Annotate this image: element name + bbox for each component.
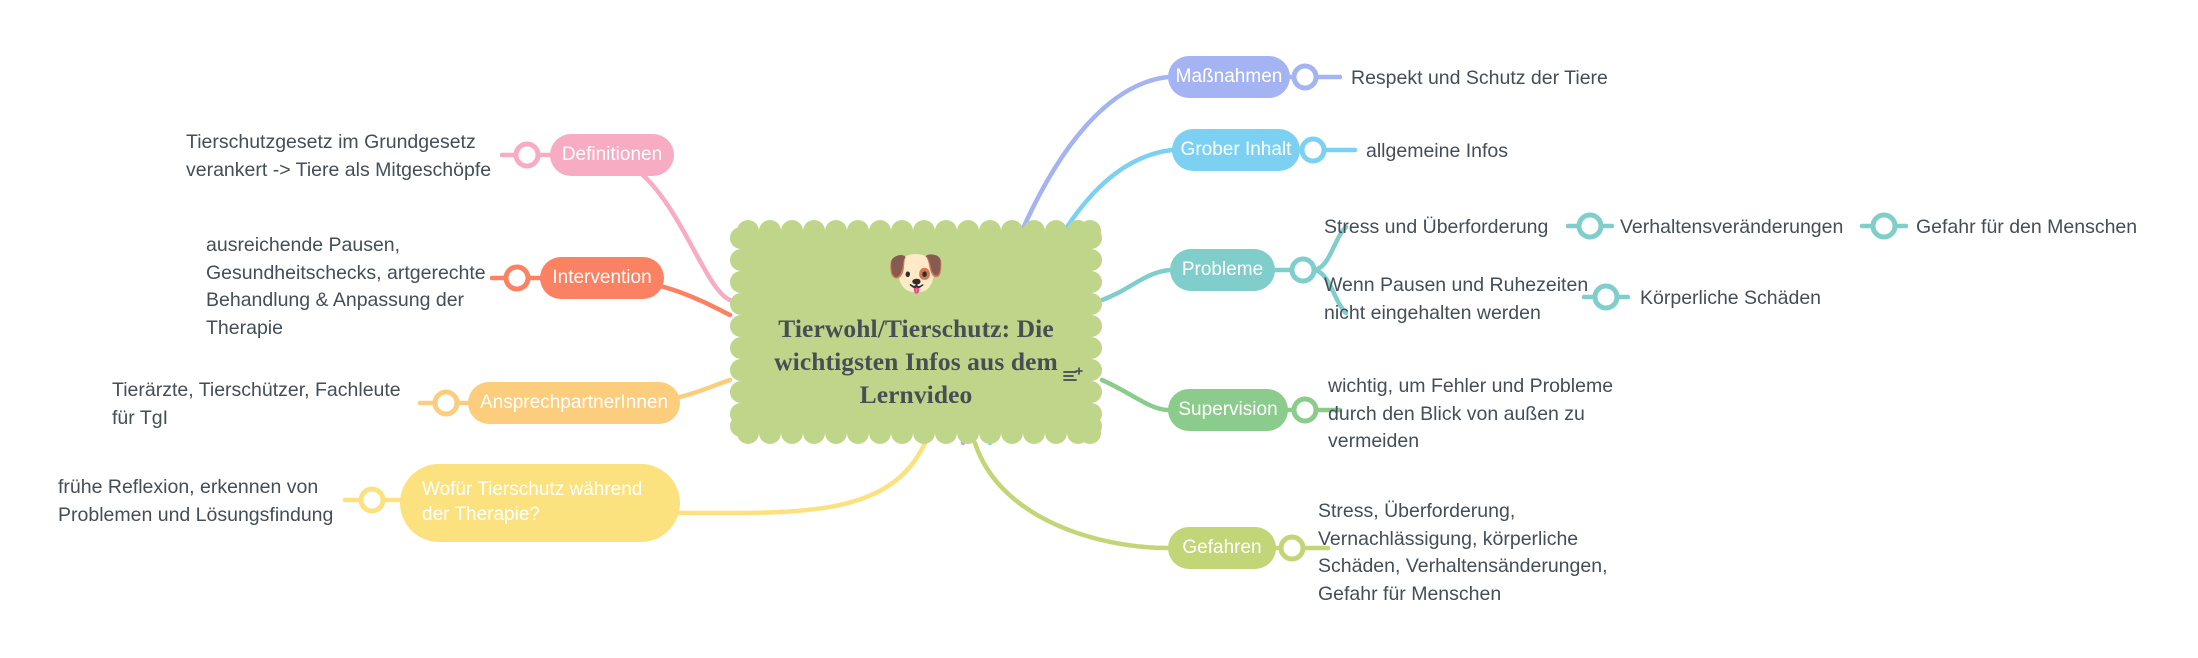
branch-label: Maßnahmen [1175,65,1283,87]
branch-pill-massnahmen[interactable]: Maßnahmen [1168,56,1290,98]
leaf-massnahmen: Respekt und Schutz der Tiere [1351,67,1608,89]
branch-label: Wofür Tierschutz während der Therapie? [422,479,643,525]
leaf-intervention: ausreichende Pausen, Gesundheitschecks, … [206,234,486,340]
branch-label: Supervision [1178,398,1278,420]
leaf-supervision: wichtig, um Fehler und Probleme durch de… [1328,375,1614,453]
branch-label: Intervention [552,266,652,288]
branch-label: Probleme [1181,258,1264,280]
central-node-title: Tierwohl/Tierschutz: Die wichtigsten Inf… [774,313,1058,410]
leaf-definitionen: Tierschutzgesetz im Grundgesetz veranker… [186,131,492,181]
leaf-wofuer-tierschutz: frühe Reflexion, erkennen von Problemen … [58,476,334,526]
branch-pill-definitionen[interactable]: Definitionen [550,134,674,176]
leaf-probleme-1-chain-1: Verhaltensveränderungen [1620,216,1844,238]
branch-label: Definitionen [561,143,663,165]
branch-pill-wofuer-tierschutz[interactable]: Wofür Tierschutz während der Therapie? [400,464,680,542]
dog-face-emoji: 🐶 [886,245,946,299]
branch-pill-gefahren[interactable]: Gefahren [1168,527,1276,569]
branch-pill-probleme[interactable]: Probleme [1170,249,1275,291]
leaf-grober-inhalt: allgemeine Infos [1366,140,1509,162]
add-note-icon[interactable] [1062,366,1084,386]
leaf-gefahren: Stress, Überforderung, Vernachlässigung,… [1318,500,1608,606]
central-node[interactable]: 🐶 Tierwohl/Tierschutz: Die wichtigsten I… [730,220,1102,444]
branch-label: Grober Inhalt [1180,138,1292,160]
branch-pill-grober-inhalt[interactable]: Grober Inhalt [1172,129,1300,171]
leaf-ansprechpartnerinnen: Tierärzte, Tierschützer, Fachleute für T… [112,379,401,429]
branch-pill-supervision[interactable]: Supervision [1168,389,1288,431]
leaf-probleme-2-chain-1: Körperliche Schäden [1640,287,1822,309]
leaf-probleme-1: Stress und Überforderung [1324,216,1549,238]
branch-pill-ansprechpartnerinnen[interactable]: AnsprechpartnerInnen [468,382,680,424]
branch-label: Gefahren [1182,536,1262,558]
leaf-probleme-2: Wenn Pausen und Ruhezeiten nicht eingeha… [1324,274,1589,324]
branch-label: AnsprechpartnerInnen [480,391,669,413]
branch-pill-intervention[interactable]: Intervention [540,257,664,299]
leaf-probleme-1-chain-2: Gefahr für den Menschen [1916,216,2138,238]
